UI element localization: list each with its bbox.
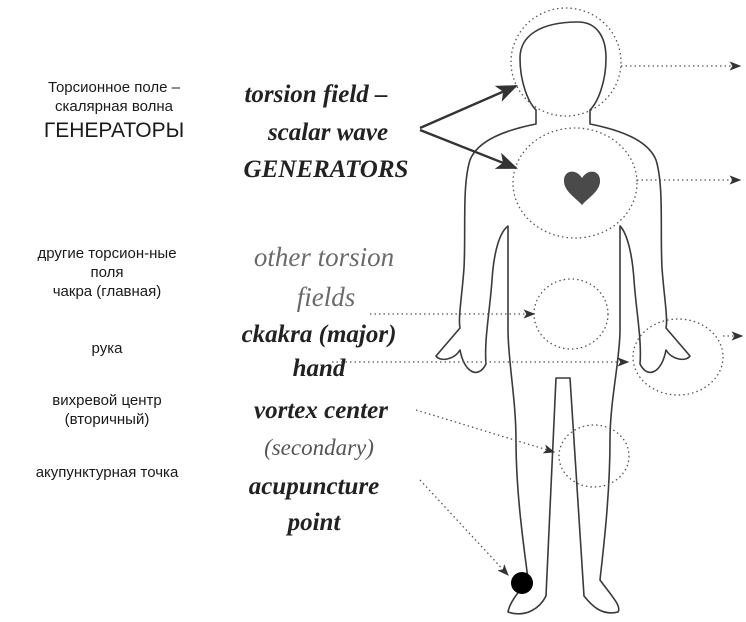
heart-icon (564, 172, 600, 205)
arrow-to-chest-field (420, 130, 516, 168)
arrow-to-head-field (420, 86, 516, 128)
knee-vortex-field (559, 425, 629, 487)
chakra-field (534, 279, 608, 349)
hand-field (633, 319, 723, 395)
acupuncture-point-dot (511, 572, 533, 594)
head-torsion-field (511, 8, 621, 116)
leader-vortex (416, 410, 554, 452)
leader-acupuncture (420, 480, 508, 575)
body-outline (436, 22, 690, 614)
